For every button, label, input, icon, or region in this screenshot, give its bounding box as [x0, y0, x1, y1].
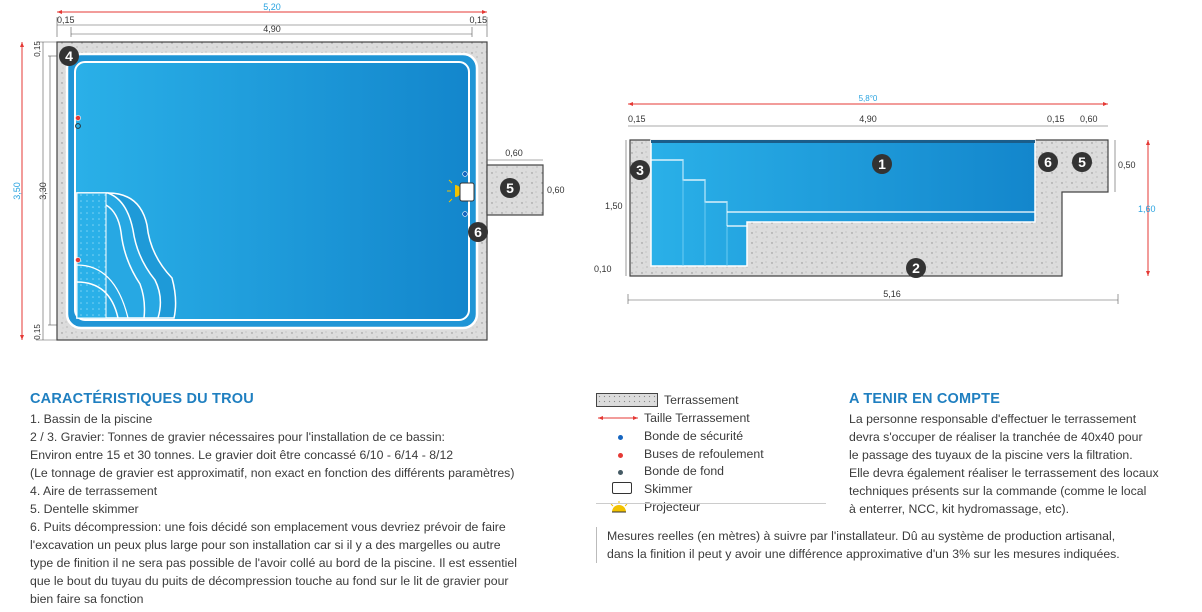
jet-nozzle-icon-2 [75, 257, 81, 263]
top-dim-right-margin: 0,15 [469, 15, 487, 25]
characteristics-line: 1. Bassin de la piscine [30, 412, 153, 426]
measurement-note: Mesures reelles (en mètres) à suivre par… [596, 527, 1167, 563]
marker-1-icon: 1 [872, 154, 892, 174]
characteristics-text: 1. Bassin de la piscine 2 / 3. Gravier: … [30, 410, 517, 608]
legend-item-skimmer: Skimmer [596, 481, 693, 497]
legend-item-bonde-securite: Bonde de sécurité [596, 428, 743, 444]
legend-label: Buses de refoulement [644, 447, 764, 461]
top-dim-left-margin: 0,15 [57, 15, 75, 25]
legend-item-projecteur: Projecteur [596, 499, 700, 515]
svg-text:2: 2 [912, 260, 920, 276]
terrassement-swatch-icon [596, 393, 658, 407]
marker-4-icon: 4 [59, 46, 79, 66]
legend-label: Taille Terrassement [644, 411, 750, 425]
marker-2-icon: 2 [906, 258, 926, 278]
notice-line: le passage des tuyaux de la piscine vers… [849, 448, 1133, 462]
top-view-diagram: 5,20 0,15 0,15 4,90 3,50 0,15 0,15 3,30 [12, 2, 565, 341]
characteristics-line: que le bout du tuyau du puits de décompr… [30, 574, 509, 588]
legend-item-buses-refoulement: Buses de refoulement [596, 446, 764, 462]
characteristics-line: 2 / 3. Gravier: Tonnes de gravier nécess… [30, 430, 445, 444]
notice-line: devra s'occuper de réaliser la tranchée … [849, 430, 1143, 444]
marker-5-side-icon: 5 [1072, 152, 1092, 172]
top-dim-box-height: 0,60 [547, 185, 565, 195]
projector-lamp-icon [610, 501, 628, 513]
legend-item-terrassement: Terrassement [596, 392, 739, 408]
side-dim-total-width: 5,8°0 [859, 94, 878, 103]
characteristics-line: type de finition il ne sera pas possible… [30, 556, 517, 570]
side-dim-bottom: 0,10 [594, 264, 612, 274]
legend-item-bonde-fond: Bonde de fond [596, 463, 724, 479]
jet-nozzle-icon [75, 115, 81, 121]
dark-dot-icon [617, 470, 623, 475]
safety-drain-icon-2 [462, 211, 468, 217]
svg-text:1: 1 [878, 156, 886, 172]
safety-drain-icon [462, 171, 468, 177]
top-dim-inner-width: 4,90 [263, 24, 281, 34]
top-dim-bottom-margin: 0,15 [33, 324, 42, 340]
side-dim-left-margin: 0,15 [628, 114, 646, 124]
marker-6-icon: 6 [468, 222, 488, 242]
note-line: dans la finition il peut y avoir une dif… [607, 547, 1120, 561]
svg-text:6: 6 [474, 224, 482, 240]
marker-5-icon: 5 [500, 178, 520, 198]
side-dim-box-width: 0,60 [1080, 114, 1098, 124]
skimmer-box-area [486, 164, 544, 216]
top-dim-top-margin: 0,15 [33, 41, 42, 57]
legend-label: Bonde de fond [644, 464, 725, 478]
svg-text:6: 6 [1044, 154, 1052, 170]
legend-label: Terrassement [664, 393, 739, 407]
notice-line: La personne responsable d'effectuer le t… [849, 412, 1137, 426]
notice-line: techniques présents sur la commande (com… [849, 484, 1147, 498]
side-dim-inner-width: 4,90 [859, 114, 877, 124]
notice-text: La personne responsable d'effectuer le t… [849, 410, 1159, 518]
characteristics-line: Environ entre 15 et 30 tonnes. Le gravie… [30, 448, 454, 462]
side-dim-depth: 1,50 [605, 201, 623, 211]
svg-text:5: 5 [1078, 154, 1086, 170]
marker-6-side-icon: 6 [1038, 152, 1058, 172]
notice-title: A TENIR EN COMPTE [849, 391, 1001, 407]
svg-text:5: 5 [506, 180, 514, 196]
legend-label: Bonde de sécurité [644, 429, 744, 443]
top-dim-total-width: 5,20 [263, 2, 281, 12]
side-dim-bottom-width: 5,16 [883, 289, 901, 299]
blue-dot-icon [617, 435, 623, 440]
side-dim-box-height: 0,50 [1118, 160, 1136, 170]
svg-text:3: 3 [636, 162, 644, 178]
characteristics-line: 5. Dentelle skimmer [30, 502, 139, 516]
characteristics-line: 4. Aire de terrassement [30, 484, 158, 498]
legend-label: Skimmer [644, 482, 693, 496]
legend-divider [596, 503, 826, 504]
side-dim-right-margin: 0,15 [1047, 114, 1065, 124]
characteristics-title: CARACTÉRISTIQUES DU TROU [30, 391, 254, 407]
characteristics-line: 6. Puits décompression: une fois décidé … [30, 520, 506, 534]
marker-3-icon: 3 [630, 160, 650, 180]
characteristics-line: l'excavation un peux plus large pour son… [30, 538, 501, 552]
note-line: Mesures reelles (en mètres) à suivre par… [607, 529, 1116, 543]
notice-line: à enterrer, NCC, kit hydromassage, etc). [849, 502, 1070, 516]
top-dim-inner-height: 3,30 [38, 182, 48, 200]
characteristics-line: bien faire sa fonction [30, 592, 144, 606]
top-dim-total-height: 3,50 [12, 182, 22, 200]
top-dim-box-width: 0,60 [505, 148, 523, 158]
skimmer-icon [459, 182, 475, 202]
skimmer-rect-icon [612, 481, 632, 494]
red-dot-icon [617, 453, 623, 458]
side-view-diagram: 5,8°0 0,15 4,90 0,15 0,60 0,50 1,60 1,50… [594, 94, 1156, 304]
side-dim-total-height: 1,60 [1138, 204, 1156, 214]
notice-line: Elle devra également réaliser le terrass… [849, 466, 1159, 480]
drain-icon [75, 123, 81, 129]
svg-text:4: 4 [65, 48, 73, 64]
red-arrow-line-icon [598, 416, 638, 420]
legend-item-taille-terrassement: Taille Terrassement [596, 410, 750, 426]
characteristics-line: (Le tonnage de gravier est approximatif,… [30, 466, 515, 480]
